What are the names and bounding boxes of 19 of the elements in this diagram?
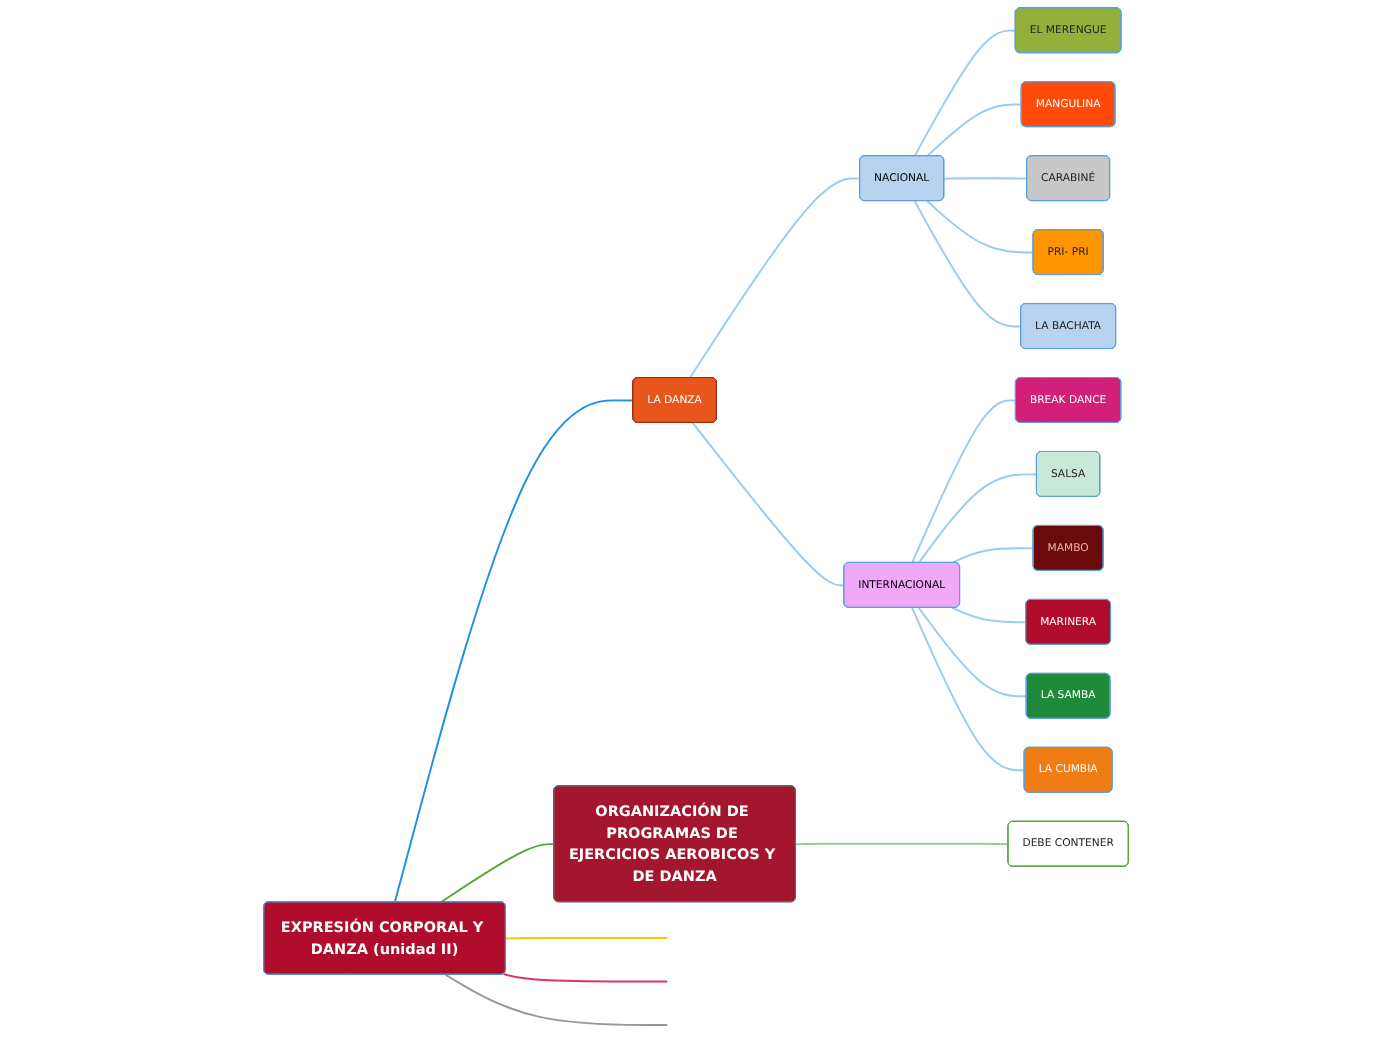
connector xyxy=(951,606,1028,624)
connector xyxy=(926,200,1035,254)
connector xyxy=(502,973,669,983)
connector xyxy=(913,29,1017,158)
connector xyxy=(911,399,1017,564)
connector xyxy=(794,842,1010,846)
connector xyxy=(951,547,1035,564)
connector xyxy=(393,399,635,904)
connector xyxy=(913,200,1023,328)
connector xyxy=(917,606,1028,698)
connector xyxy=(911,606,1026,772)
connector xyxy=(688,177,862,379)
connector xyxy=(917,473,1038,564)
connector xyxy=(439,843,556,904)
connector xyxy=(926,103,1023,158)
connector xyxy=(504,937,669,940)
connector xyxy=(691,422,846,587)
connector xyxy=(943,177,1029,180)
connector xyxy=(444,973,669,1026)
